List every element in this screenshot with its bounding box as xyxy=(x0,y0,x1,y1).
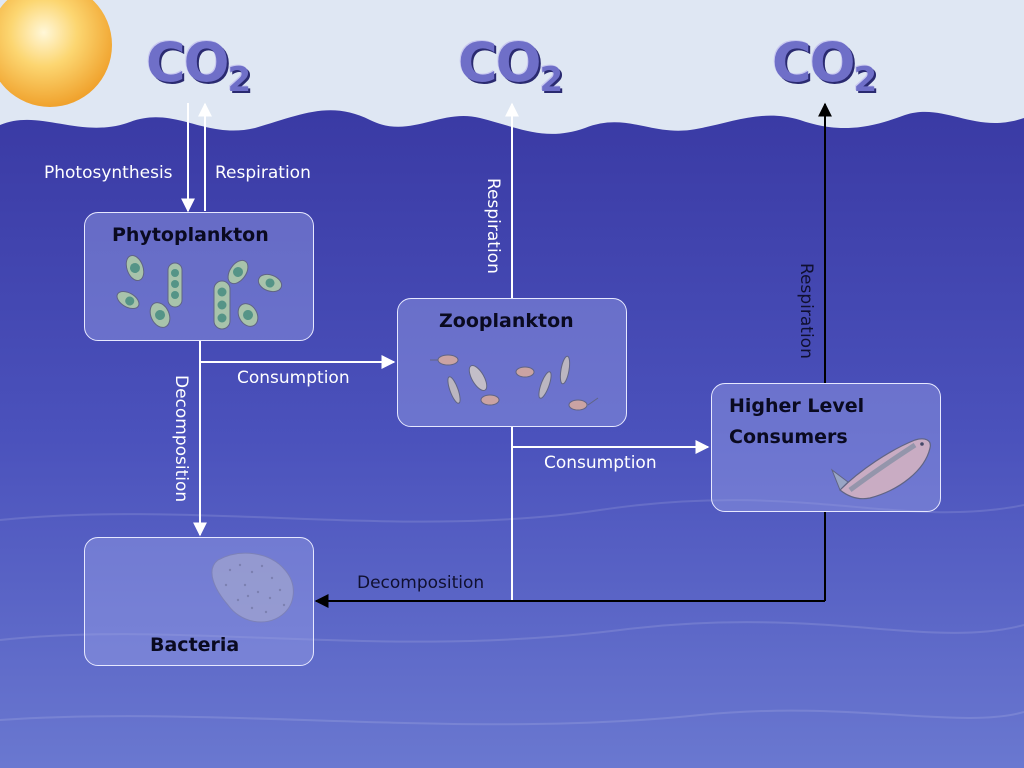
bacteria-illustration xyxy=(211,552,294,623)
higher-level-box xyxy=(711,383,941,512)
respiration-zoo-label: Respiration xyxy=(483,178,503,274)
decomposition-vertical-label: Decomposition xyxy=(171,375,191,503)
zooplankton-illustration xyxy=(430,354,599,411)
co2-text: CO xyxy=(458,31,542,94)
consumption-2-label: Consumption xyxy=(544,453,657,473)
respiration-phyto-label: Respiration xyxy=(215,163,311,183)
co2-text: CO xyxy=(146,31,230,94)
decomposition-horizontal-label: Decomposition xyxy=(357,573,485,593)
sun xyxy=(0,0,112,107)
water-streaks xyxy=(0,499,1024,726)
co2-text: CO xyxy=(772,31,856,94)
co2-subscript: 2 xyxy=(539,60,564,100)
co2-label-right: CO2 xyxy=(772,36,878,100)
co2-label-left: CO2 xyxy=(146,36,252,100)
phytoplankton-box xyxy=(84,212,314,341)
higher-level-title-line1: Higher Level xyxy=(729,395,865,417)
co2-subscript: 2 xyxy=(227,60,252,100)
co2-subscript: 2 xyxy=(853,60,878,100)
higher-level-title-line2: Consumers xyxy=(729,426,848,448)
bacteria-box xyxy=(84,537,314,666)
respiration-higher-label: Respiration xyxy=(796,263,816,359)
zooplankton-box xyxy=(397,298,627,427)
photosynthesis-label: Photosynthesis xyxy=(44,163,173,183)
phytoplankton-illustration xyxy=(116,254,283,330)
consumption-1-label: Consumption xyxy=(237,368,350,388)
zooplankton-title: Zooplankton xyxy=(439,310,574,332)
phytoplankton-title: Phytoplankton xyxy=(112,224,269,246)
bacteria-title: Bacteria xyxy=(150,634,240,656)
co2-label-middle: CO2 xyxy=(458,36,564,100)
fish-illustration xyxy=(830,438,931,500)
